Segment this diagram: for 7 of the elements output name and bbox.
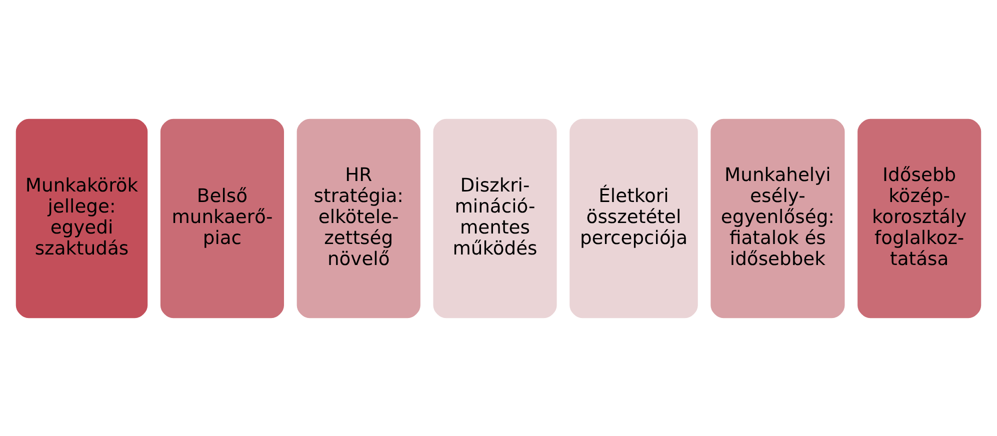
node-box: Életkori összetétel percepciója bbox=[567, 116, 700, 320]
node-box: Munkahelyi esély- egyenlőség: fiatalok és idősebbek bbox=[708, 116, 848, 320]
node-box: Belső munkaerő- piac bbox=[158, 116, 286, 320]
node-box: Munkakörök jellege: egyedi szaktudás bbox=[14, 116, 150, 320]
node-box: Diszkri- mináció- mentes működés bbox=[430, 116, 560, 320]
node-box: Idősebb közép- korosztály foglalkoz- tatása bbox=[855, 116, 984, 320]
node-box: HR stratégia: elkötele- zettség növelő bbox=[294, 116, 423, 320]
